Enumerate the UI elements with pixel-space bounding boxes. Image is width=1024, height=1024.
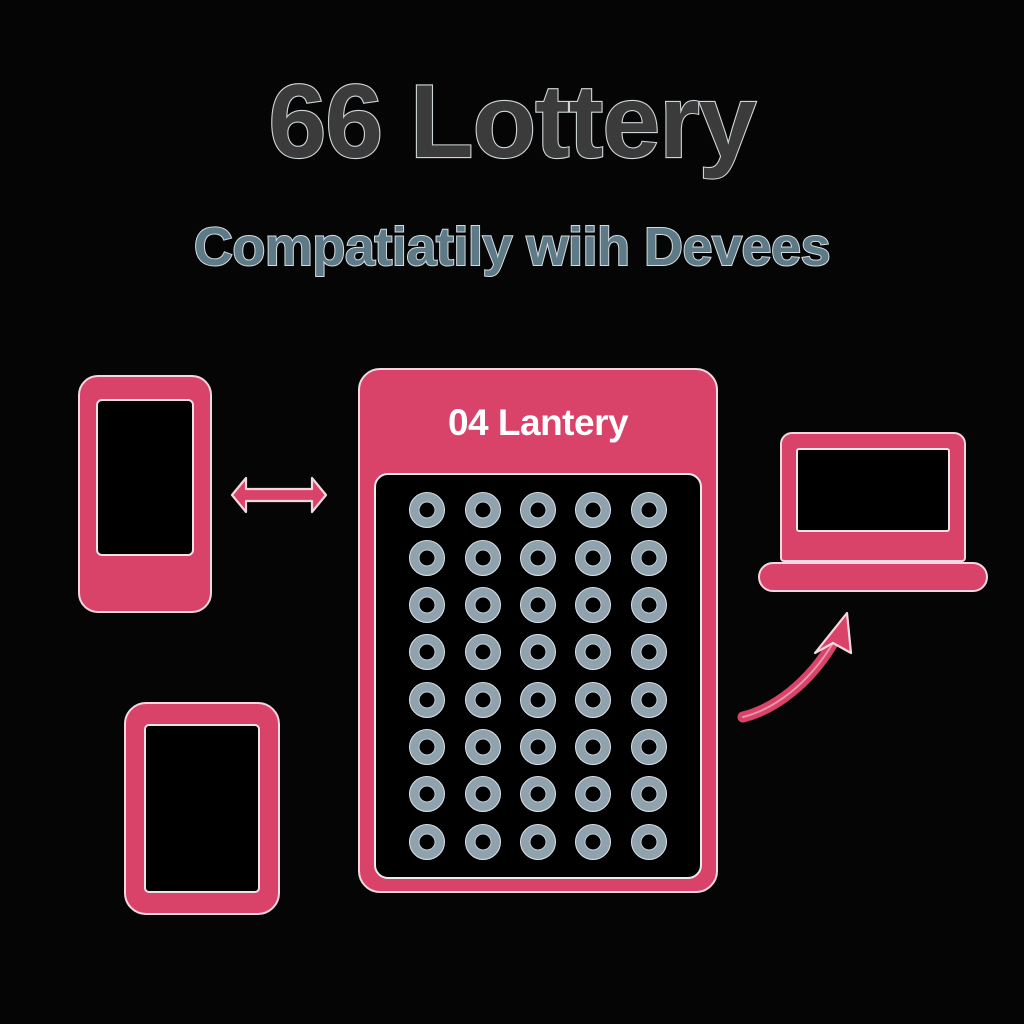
page-subtitle: Compatiatily wiih Devees [193, 216, 832, 278]
lottery-card[interactable]: 04 Lantery [358, 368, 718, 893]
lottery-ball[interactable] [575, 586, 612, 623]
lottery-ball[interactable] [464, 634, 501, 671]
lottery-ball[interactable] [575, 681, 612, 718]
lottery-ball[interactable] [409, 586, 446, 623]
lottery-ball[interactable] [630, 776, 667, 813]
double-arrow-icon [230, 470, 328, 520]
lottery-ball[interactable] [575, 539, 612, 576]
lottery-ball[interactable] [630, 634, 667, 671]
laptop-screen [796, 448, 950, 532]
lottery-card-title: 04 Lantery [447, 402, 629, 443]
lottery-ball[interactable] [630, 492, 667, 529]
lottery-ball-row [376, 586, 700, 623]
lottery-ball[interactable] [630, 586, 667, 623]
lottery-ball[interactable] [464, 728, 501, 765]
lottery-ball[interactable] [409, 539, 446, 576]
curved-arrow-icon [735, 605, 870, 730]
lottery-ball-row [376, 776, 700, 813]
lottery-ball-row [376, 728, 700, 765]
lottery-ball[interactable] [575, 728, 612, 765]
lottery-ball-row [376, 823, 700, 860]
lottery-ball[interactable] [409, 776, 446, 813]
lottery-ball[interactable] [519, 539, 556, 576]
lottery-ball[interactable] [575, 823, 612, 860]
lottery-ball[interactable] [464, 539, 501, 576]
lottery-ball[interactable] [575, 776, 612, 813]
lottery-ball-row [376, 681, 700, 718]
lottery-ball[interactable] [575, 634, 612, 671]
lottery-ball[interactable] [575, 492, 612, 529]
smartphone-screen [96, 399, 194, 556]
lottery-ball[interactable] [630, 681, 667, 718]
laptop-lid [780, 432, 966, 562]
lottery-ball[interactable] [630, 823, 667, 860]
lottery-ball[interactable] [630, 539, 667, 576]
lottery-ball-grid [374, 473, 702, 879]
lottery-ball[interactable] [464, 492, 501, 529]
lottery-ball[interactable] [519, 776, 556, 813]
device-smartphone[interactable] [78, 375, 212, 613]
lottery-ball[interactable] [409, 634, 446, 671]
lottery-ball[interactable] [464, 586, 501, 623]
page-title: 66 Lottery [267, 64, 757, 180]
lottery-ball-row [376, 492, 700, 529]
lottery-ball[interactable] [519, 586, 556, 623]
lottery-ball[interactable] [519, 823, 556, 860]
lottery-ball[interactable] [464, 681, 501, 718]
lottery-ball[interactable] [519, 681, 556, 718]
lottery-ball[interactable] [409, 681, 446, 718]
lottery-ball[interactable] [519, 634, 556, 671]
tablet-screen [144, 724, 260, 893]
lottery-ball[interactable] [409, 728, 446, 765]
device-laptop[interactable] [758, 432, 988, 594]
lottery-ball[interactable] [409, 823, 446, 860]
lottery-ball[interactable] [519, 492, 556, 529]
lottery-ball[interactable] [464, 776, 501, 813]
lottery-ball[interactable] [409, 492, 446, 529]
lottery-ball-row [376, 634, 700, 671]
lottery-ball[interactable] [519, 728, 556, 765]
lottery-ball-row [376, 539, 700, 576]
laptop-base [758, 562, 988, 592]
device-tablet[interactable] [124, 702, 280, 915]
lottery-ball[interactable] [464, 823, 501, 860]
lottery-ball[interactable] [630, 728, 667, 765]
